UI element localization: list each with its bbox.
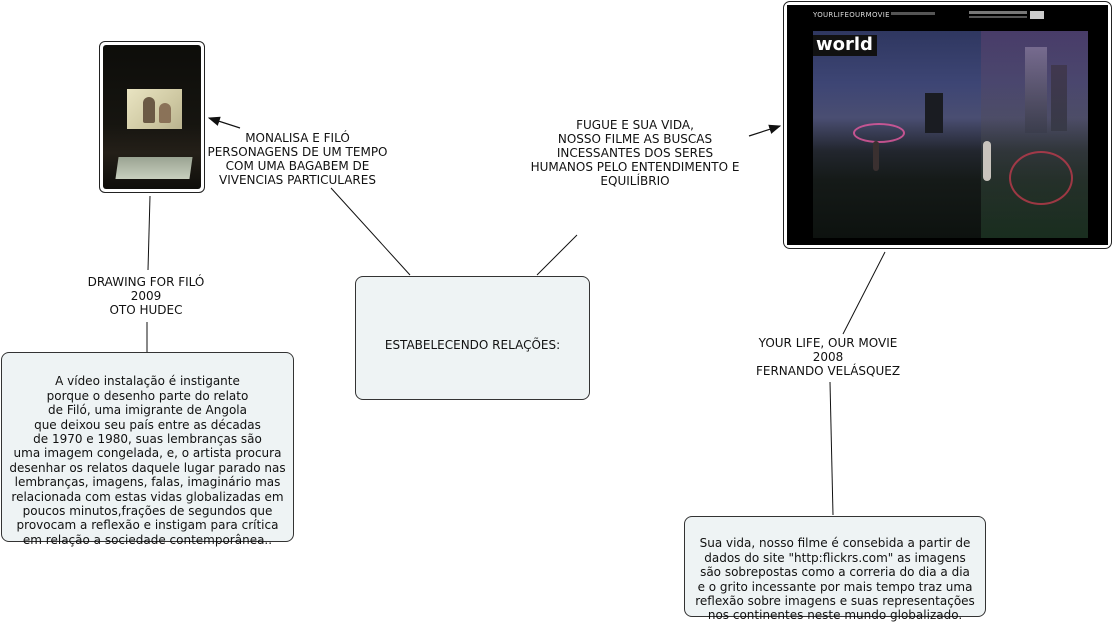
center-topic-box[interactable]: ESTABELECENDO RELAÇÕES: [355,276,590,400]
arrow-right-label-to-right-image [748,124,782,137]
line-right-image-to-caption [842,251,886,335]
floor-drawing [115,157,193,179]
left-artwork-image [99,41,205,193]
installation-photo [103,45,201,189]
overlay-word: world [813,35,877,56]
center-topic-text: ESTABELECENDO RELAÇÕES: [384,338,561,353]
left-image-caption: DRAWING FOR FILÓ 2009 OTO HUDEC [87,275,205,317]
line-left-image-to-caption [147,195,151,271]
line-center-to-right-label [536,234,578,276]
flag-icon [1030,11,1044,19]
left-description-text: A vídeo instalação é instigante porque o… [9,374,286,547]
right-image-caption: YOUR LIFE, OUR MOVIE 2008 FERNANDO VELÁS… [755,336,901,378]
left-link-label: MONALISA E FILÓ PERSONAGENS DE UM TEMPO … [207,131,388,187]
night-city-photo: world [813,31,1088,238]
site-nav [891,12,935,15]
line-caption-to-right-description [829,381,834,516]
left-description-box[interactable]: A vídeo instalação é instigante porque o… [1,352,294,547]
right-description-text: Sua vida, nosso filme é consebida a part… [695,536,975,623]
arrow-left-label-to-left-image [207,116,241,129]
line-center-to-left-label [330,187,411,276]
website-screenshot: YOURLIFEOURMOVIE world [787,5,1108,245]
right-link-label: FUGUE E SUA VIDA, NOSSO FILME AS BUSCAS … [530,118,740,188]
projection-screen [127,89,182,129]
right-artwork-image: YOURLIFEOURMOVIE world [783,1,1112,249]
site-logo: YOURLIFEOURMOVIE [813,11,890,19]
right-description-box[interactable]: Sua vida, nosso filme é consebida a part… [684,516,986,622]
